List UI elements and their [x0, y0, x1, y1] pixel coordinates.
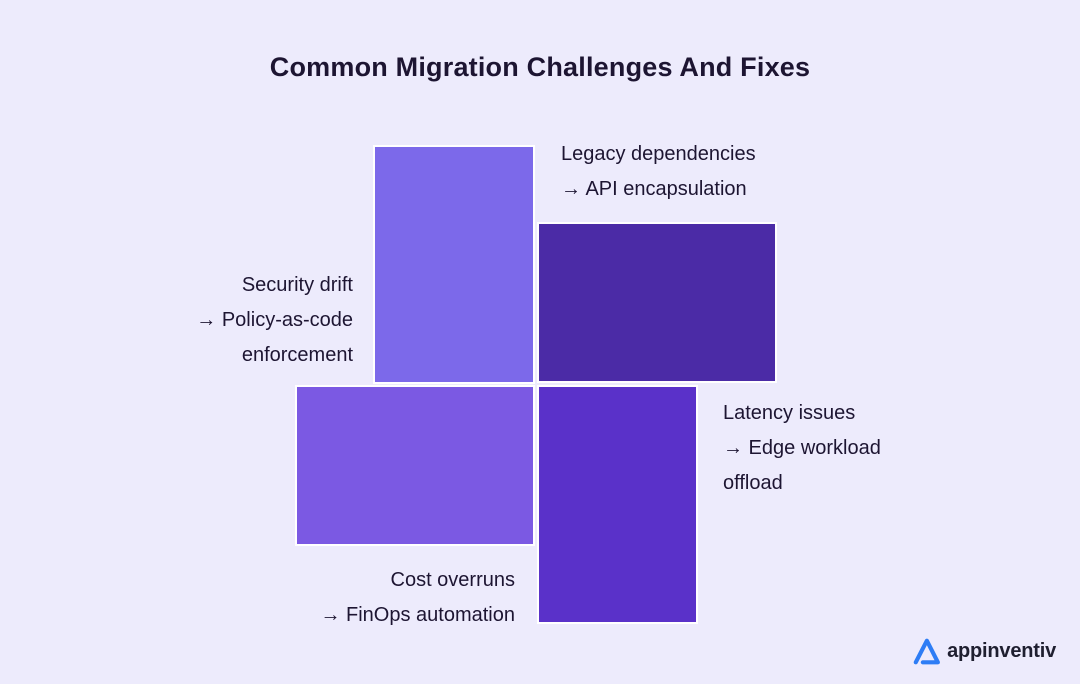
brand-name: appinventiv	[947, 640, 1056, 662]
page-title: Common Migration Challenges And Fixes	[269, 52, 811, 82]
label-legacy-dependencies: Legacy dependencies → API encapsulation	[561, 137, 756, 207]
brand-logo: appinventiv	[912, 637, 1056, 666]
label-line: → Edge workload	[723, 437, 881, 459]
label-line: enforcement	[241, 344, 353, 366]
label-line: → FinOps automation	[320, 604, 515, 626]
label-latency-issues: Latency issues → Edge workload offload	[723, 396, 881, 501]
block-cost-overruns	[295, 385, 535, 546]
label-line: Cost overruns	[390, 569, 516, 591]
label-line: → Policy-as-code	[196, 309, 353, 331]
label-line: Latency issues	[723, 402, 856, 424]
label-line: Legacy dependencies	[561, 143, 756, 165]
block-latency-issues	[537, 222, 777, 383]
label-security-drift: Security drift → Policy-as-code enforcem…	[196, 268, 353, 373]
block-security-drift	[537, 385, 698, 624]
label-line: → API encapsulation	[561, 178, 747, 200]
label-line: Security drift	[241, 274, 353, 296]
block-legacy-dependencies	[373, 145, 535, 384]
label-line: offload	[723, 472, 783, 494]
label-cost-overruns: Cost overruns → FinOps automation	[320, 563, 515, 633]
appinventiv-triangle-a-icon	[912, 637, 944, 666]
